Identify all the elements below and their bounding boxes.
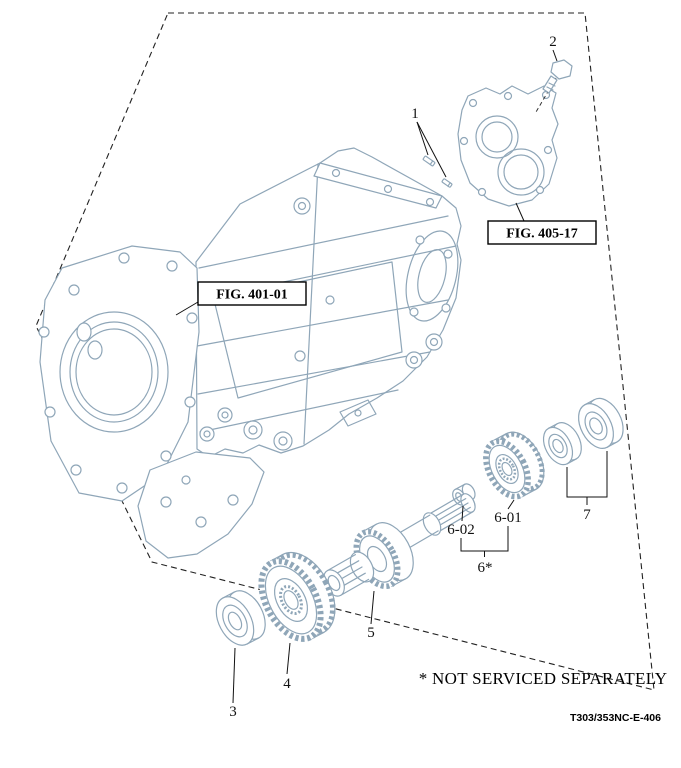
- callout-1[interactable]: 1: [411, 106, 419, 122]
- bearing-3-drawing: [215, 590, 266, 646]
- callout-6[interactable]: 6*: [478, 560, 493, 576]
- callout-3[interactable]: 3: [229, 704, 237, 720]
- figure-ref-401-01[interactable]: FIG. 401-01: [197, 281, 307, 306]
- boundary-dashed-outline: [35, 12, 655, 691]
- bolt-drawing: [535, 59, 573, 113]
- figure-ref-405-17[interactable]: FIG. 405-17: [487, 220, 597, 245]
- transmission-housing-drawing: [38, 147, 462, 559]
- cover-plate-drawing: [457, 85, 559, 207]
- shaft-assembly-drawing: [215, 397, 624, 646]
- leader-lines: [175, 49, 608, 704]
- figure-ref-405-17-box[interactable]: [487, 220, 597, 245]
- figure-ref-401-01-box[interactable]: [197, 281, 307, 306]
- figure-ref-405-17-label[interactable]: FIG. 405-17: [506, 227, 578, 242]
- figure-ref-401-01-label[interactable]: FIG. 401-01: [216, 288, 288, 303]
- gear-6-01-drawing: [483, 431, 545, 500]
- callout-6-02[interactable]: 6-02: [447, 522, 475, 538]
- callout-7[interactable]: 7: [583, 507, 591, 523]
- callout-4[interactable]: 4: [283, 676, 291, 692]
- callout-5[interactable]: 5: [367, 625, 375, 641]
- gear-4-drawing: [258, 551, 336, 642]
- drawing-code: T303/353NC-E-406: [570, 712, 661, 724]
- shaft-5-drawing: [323, 493, 476, 597]
- bearing-7b-drawing: [578, 397, 624, 449]
- callout-2[interactable]: 2: [549, 34, 557, 50]
- not-serviced-note: * NOT SERVICED SEPARATELY: [419, 669, 668, 688]
- dowel-pins-drawing: [422, 155, 453, 188]
- callout-6-01[interactable]: 6-01: [494, 510, 522, 526]
- bearing-7a-drawing: [542, 422, 582, 466]
